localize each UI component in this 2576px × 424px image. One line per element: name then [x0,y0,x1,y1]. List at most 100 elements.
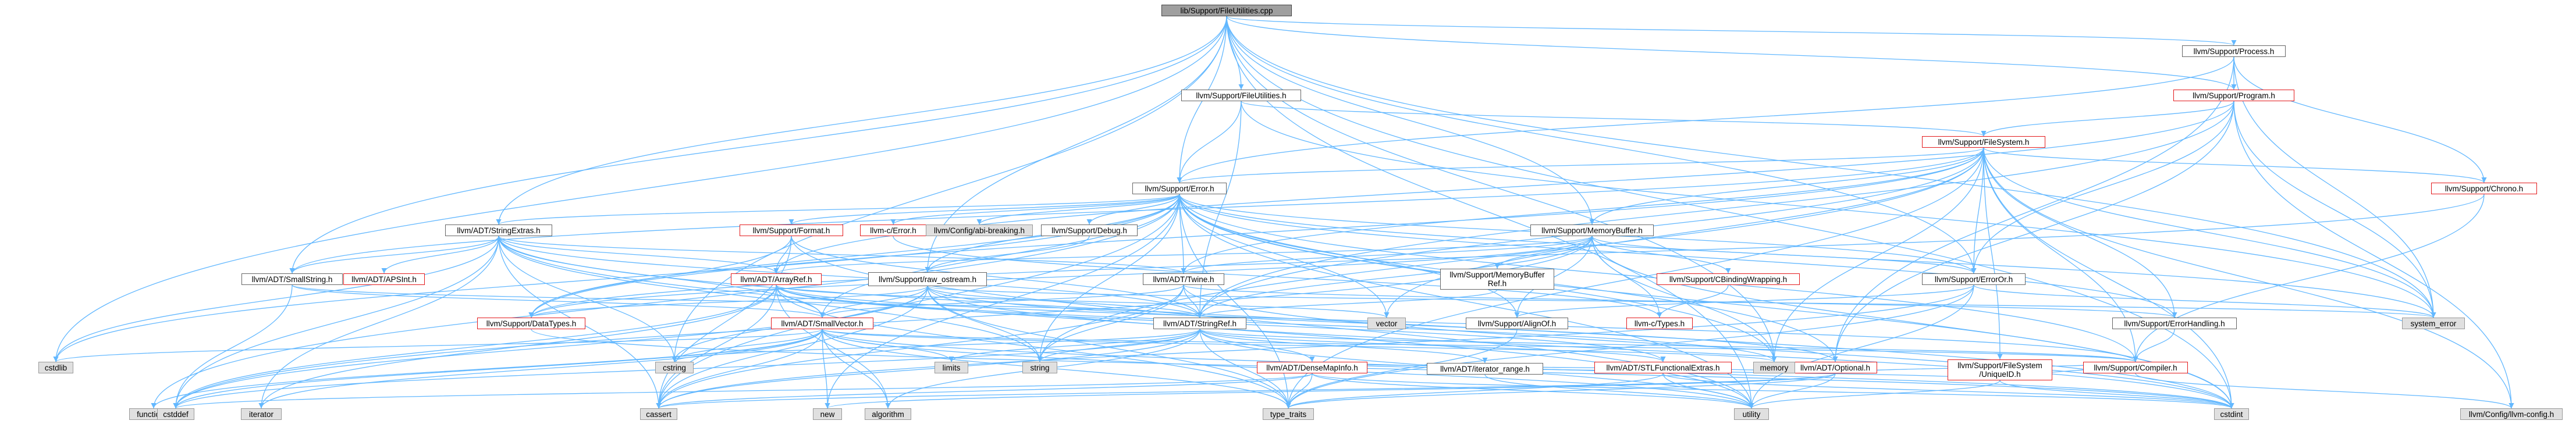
node-uniqueid-h[interactable]: llvm/Support/FileSystem /UniqueID.h [1948,359,2052,380]
edge-process-h-to-error-h [1177,56,2234,183]
node-process-h[interactable]: llvm/Support/Process.h [2182,45,2286,57]
edge-optional-h-to-utility [1749,373,1836,409]
node-datatypes-h[interactable]: llvm/Support/DataTypes.h [477,318,585,329]
node-raw-ostream-h[interactable]: llvm/Support/raw_ostream.h [868,272,987,286]
node-errorhandling-h[interactable]: llvm/Support/ErrorHandling.h [2112,318,2237,329]
node-debug-h[interactable]: llvm/Support/Debug.h [1041,225,1138,236]
edge-cbindingwrapping-h-to-c-types-h [1657,284,1729,318]
edge-error-h-to-smallvector-h [819,194,1180,318]
node-iterator[interactable]: iterator [241,408,282,420]
node-memorybufferref-h[interactable]: llvm/Support/MemoryBuffer Ref.h [1440,269,1554,290]
node-llvm-config-h[interactable]: llvm/Config/llvm-config.h [2460,408,2563,420]
edge-memorybuffer-h-to-twine-h [1181,236,1593,274]
node-stringextras-h[interactable]: llvm/ADT/StringExtras.h [445,225,552,236]
node-utility[interactable]: utility [1734,408,1769,420]
node-twine-h[interactable]: llvm/ADT/Twine.h [1143,273,1224,285]
edge-datatypes-h-to-cstdint [531,329,2234,409]
edge-format-h-to-cassert [656,236,792,409]
edge-program-h-to-stringref-h [1197,101,2234,318]
edge-fileutilities-cpp-to-utility [1226,16,1754,409]
node-cstring[interactable]: cstring [655,362,694,373]
node-c-error-h[interactable]: llvm-c/Error.h [860,225,926,236]
edge-raw-ostream-h-to-datatypes-h [528,286,928,318]
edge-stringref-h-to-iterator-range-h [1199,329,1488,364]
edge-process-h-to-system-error [2233,56,2436,318]
node-fileutilities-cpp[interactable]: lib/Support/FileUtilities.cpp [1161,5,1292,16]
node-string[interactable]: string [1022,362,1057,373]
node-erroror-h[interactable]: llvm/Support/ErrorOr.h [1922,273,2026,285]
node-memorybuffer-h[interactable]: llvm/Support/MemoryBuffer.h [1530,225,1654,236]
node-chrono-h[interactable]: llvm/Support/Chrono.h [2431,183,2537,194]
node-optional-h[interactable]: llvm/ADT/Optional.h [1793,362,1877,373]
edge-memorybuffer-h-to-stringref-h [1197,236,1593,318]
node-vector[interactable]: vector [1367,318,1406,329]
node-format-h[interactable]: llvm/Support/Format.h [740,225,843,236]
node-memory[interactable]: memory [1753,362,1795,373]
node-program-h[interactable]: llvm/Support/Program.h [2173,90,2294,101]
edge-memorybuffer-h-to-alignof-h [1514,236,1593,318]
node-cbindingwrapping-h[interactable]: llvm/Support/CBindingWrapping.h [1657,273,1800,285]
node-error-h[interactable]: llvm/Support/Error.h [1132,183,1227,194]
node-smallvector-h[interactable]: llvm/ADT/SmallVector.h [771,318,873,329]
edge-raw-ostream-h-to-string [927,286,1043,362]
node-type-traits[interactable]: type_traits [1263,408,1314,420]
node-filesystem-h[interactable]: llvm/Support/FileSystem.h [1922,136,2045,148]
edge-stringextras-h-to-string [498,236,1043,362]
node-cassert[interactable]: cassert [640,408,677,420]
edge-stlfunctionalextras-h-to-type-traits [1285,373,1664,409]
node-fileutilities-h[interactable]: llvm/Support/FileUtilities.h [1181,90,1301,101]
edge-errorhandling-h-to-compiler-h [2133,329,2175,362]
edge-program-h-to-arrayref-h [773,101,2234,274]
node-smallstring-h[interactable]: llvm/ADT/SmallString.h [241,273,343,285]
edge-program-h-to-system-error [2233,101,2436,318]
edge-smallvector-h-to-cstddef [173,329,823,409]
node-arrayref-h[interactable]: llvm/ADT/ArrayRef.h [731,273,822,285]
edge-process-h-to-chrono-h [2233,56,2487,183]
node-cstddef[interactable]: cstddef [157,408,194,420]
node-new[interactable]: new [813,408,842,420]
edge-error-h-to-errorhandling-h [1179,194,2177,318]
edge-arrayref-h-to-compiler-h [776,284,2138,362]
node-c-types-h[interactable]: llvm-c/Types.h [1626,318,1693,329]
edge-smallvector-h-to-compiler-h [822,329,2138,362]
edge-format-h-to-datatypes-h [528,236,792,318]
edge-arrayref-h-to-vector [776,284,1390,318]
edge-smallstring-h-to-smallvector-h [292,284,825,318]
edge-stringref-h-to-type-traits [1199,329,1291,409]
edge-error-h-to-vector [1179,194,1390,318]
edge-error-h-to-string [1037,194,1180,362]
node-limits[interactable]: limits [935,362,968,373]
edge-error-h-to-functional [151,194,1180,409]
edge-memorybuffer-h-to-memory [1591,236,1777,362]
node-stlfunctionalextras-h[interactable]: llvm/ADT/STLFunctionalExtras.h [1594,362,1732,373]
node-cstdint[interactable]: cstdint [2214,408,2249,420]
node-stringref-h[interactable]: llvm/ADT/StringRef.h [1153,318,1246,329]
edge-erroror-h-to-utility [1749,284,1974,409]
node-iterator-range-h[interactable]: llvm/ADT/iterator_range.h [1427,363,1543,375]
edge-densemapinfo-h-to-utility [1312,373,1754,409]
edge-debug-h-to-raw-ostream-h [925,236,1090,273]
edge-arrayref-h-to-iterator [258,284,777,409]
node-apsint-h[interactable]: llvm/ADT/APSInt.h [343,273,425,285]
edge-error-h-to-type-traits [1179,194,1291,409]
node-densemapinfo-h[interactable]: llvm/ADT/DenseMapInfo.h [1257,362,1367,373]
edge-filesystem-h-to-smallstring-h [289,147,1984,274]
edge-iterator-range-h-to-utility [1484,374,1754,409]
edge-memorybuffer-h-to-datatypes-h [528,236,1593,318]
node-algorithm[interactable]: algorithm [865,408,911,420]
edge-format-h-to-utility [791,236,1754,409]
edge-stringref-h-to-cassert [656,329,1200,409]
edge-uniqueid-h-to-utility [1749,380,2001,409]
node-alignof-h[interactable]: llvm/Support/AlignOf.h [1466,318,1568,329]
edge-fileutilities-h-to-error-h [1177,101,1242,183]
node-cstdlib[interactable]: cstdlib [38,362,73,373]
edge-memorybuffer-h-to-arrayref-h [773,236,1593,274]
edge-filesystem-h-to-errorhandling-h [1983,147,2177,318]
node-config-abi-h[interactable]: llvm/Config/abi-breaking.h [926,225,1033,236]
node-system-error[interactable]: system_error [2402,318,2465,329]
node-compiler-h[interactable]: llvm/Support/Compiler.h [2083,362,2188,373]
edge-fileutilities-cpp-to-program-h [1226,16,2237,90]
edge-memorybuffer-h-to-erroror-h [1591,236,1977,274]
edge-memorybuffer-h-to-cbindingwrapping-h [1591,236,1731,274]
